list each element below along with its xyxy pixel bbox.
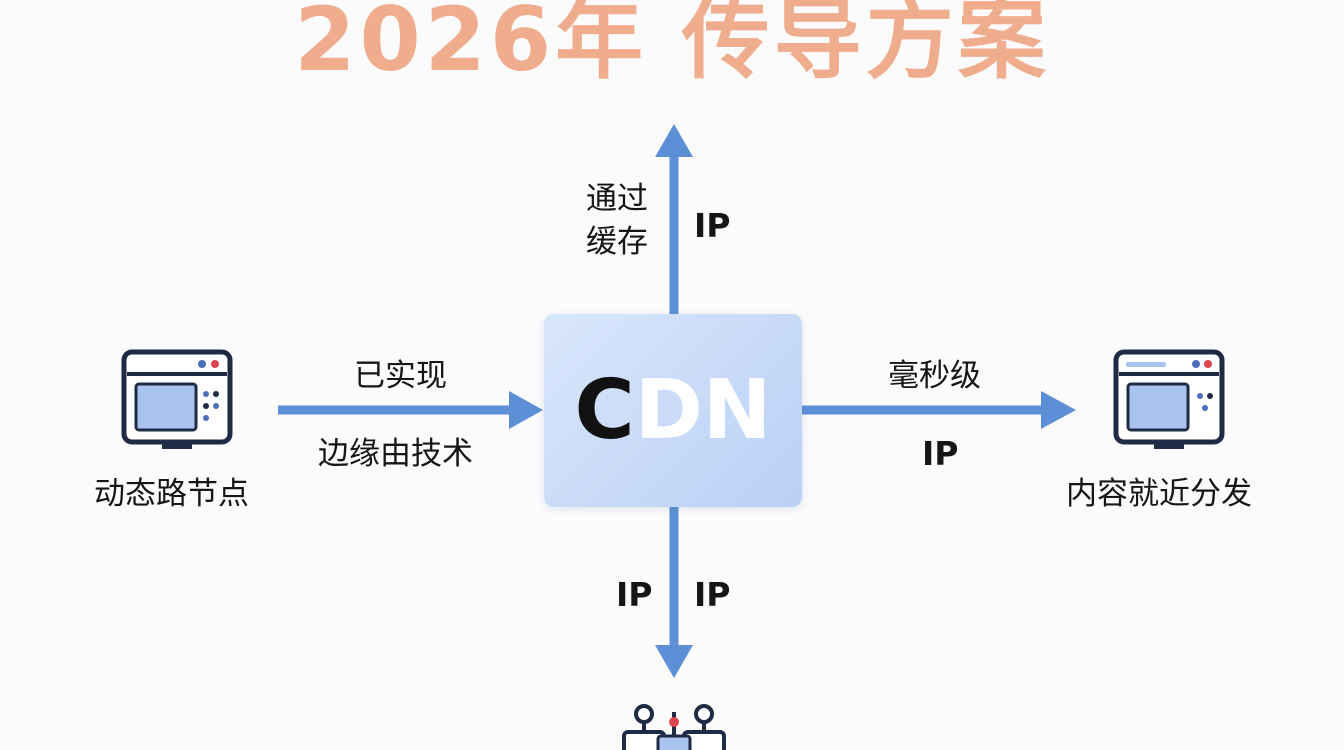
left-node-label: 动态路节点 [94,476,249,512]
right-lower-label: IP [922,434,959,473]
top-label-line2: 缓存 [586,224,648,260]
bottom-ip-left: IP [616,575,653,614]
cdn-first-letter: C [574,363,635,458]
right-arrow [802,391,1076,429]
monitor-icon [1113,349,1225,449]
bottom-ip-right: IP [694,575,731,614]
monitor-icon [121,349,233,449]
top-label-line1: 通过 [586,181,648,217]
page-title: 2026年 传导方案 [294,0,1050,91]
top-ip-label: IP [694,206,731,245]
server-cluster-icon [622,704,726,750]
left-lower-label: 边缘由技术 [318,436,473,472]
top-arrow [655,124,693,314]
cdn-box: CDN [544,314,802,507]
right-upper-label: 毫秒级 [888,358,981,394]
left-upper-label: 已实现 [354,358,447,394]
right-node-label: 内容就近分发 [1066,476,1252,512]
left-arrow [278,391,543,429]
cdn-rest-letters: DN [634,363,772,458]
bottom-arrow [655,507,693,678]
cdn-label: CDN [544,314,802,507]
